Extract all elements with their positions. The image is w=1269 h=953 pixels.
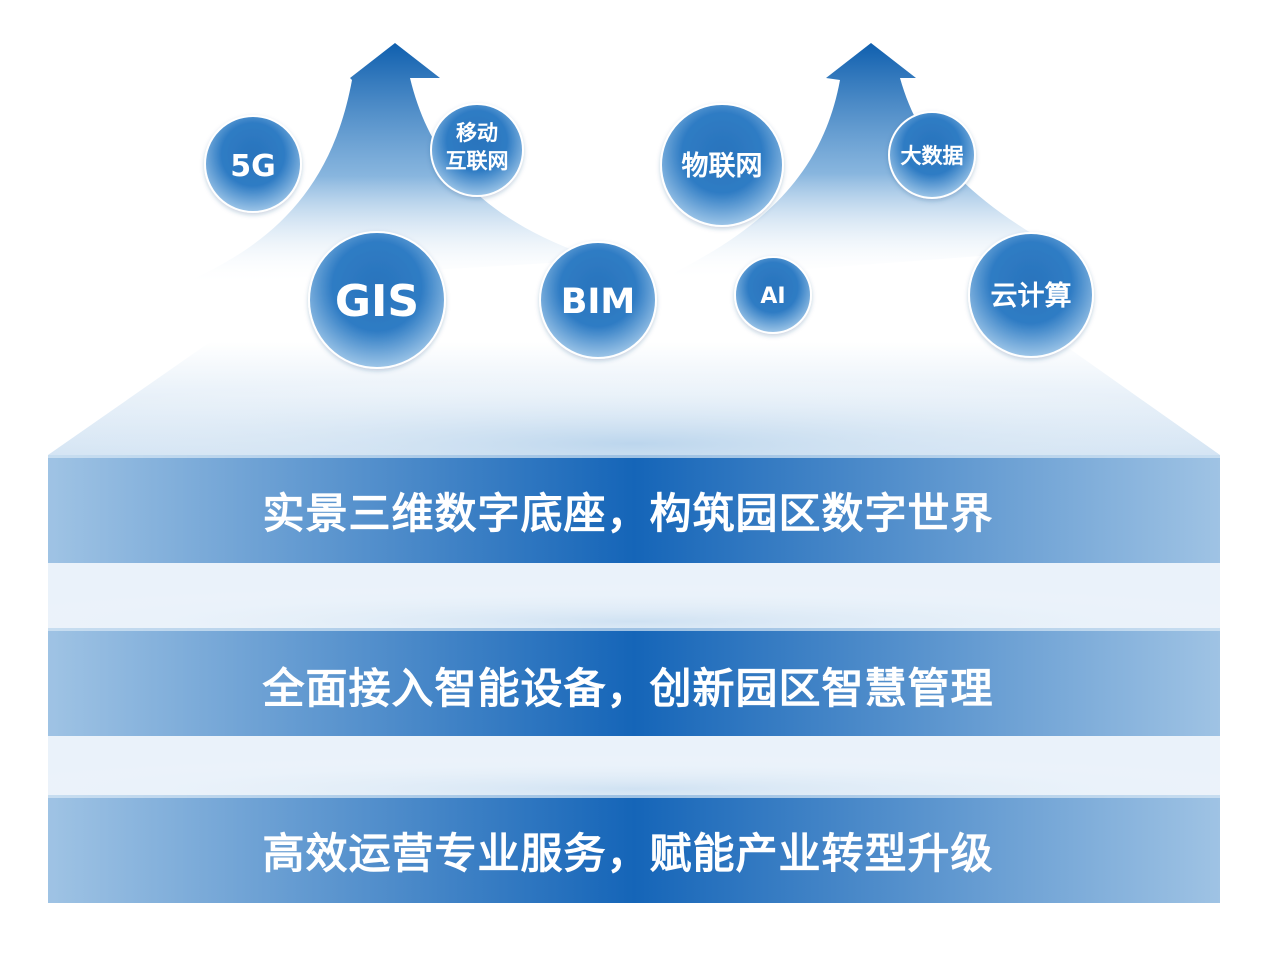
bubble-bim-label: BIM bbox=[561, 282, 636, 322]
bubble-bigdata-label: 大数据 bbox=[901, 144, 964, 168]
bubble-5g: 5G bbox=[204, 115, 302, 213]
top-slab bbox=[48, 342, 1220, 455]
bubble-cloud-label: 云计算 bbox=[991, 280, 1072, 312]
tier-2: 全面接入智能设备，创新园区智慧管理 bbox=[48, 628, 1220, 736]
bubble-mobile-label: 移动 bbox=[456, 121, 498, 145]
connector-slab-1 bbox=[48, 563, 1220, 628]
tier-1-text: 实景三维数字底座，构筑园区数字世界 bbox=[262, 489, 993, 538]
tier-3-text: 高效运营专业服务，赋能产业转型升级 bbox=[262, 829, 993, 878]
bubble-5g-label: 5G bbox=[230, 149, 276, 184]
bubble-bigdata: 大数据 bbox=[888, 111, 976, 199]
tier-1: 实景三维数字底座，构筑园区数字世界 bbox=[48, 455, 1220, 563]
tier-2-text: 全面接入智能设备，创新园区智慧管理 bbox=[261, 664, 993, 713]
bubble-gis: GIS bbox=[308, 231, 446, 369]
connector-slab-2 bbox=[48, 736, 1220, 795]
tier-3: 高效运营专业服务，赋能产业转型升级 bbox=[48, 795, 1220, 903]
bubble-ai-label: AI bbox=[760, 284, 785, 309]
bubble-iot-label: 物联网 bbox=[682, 151, 763, 182]
bubble-internet-label: 互联网 bbox=[446, 149, 509, 173]
bubble-iot: 物联网 bbox=[660, 103, 784, 227]
right-arrow bbox=[660, 43, 1060, 280]
bubble-mobile-internet: 移动 互联网 bbox=[430, 103, 524, 197]
bubble-cloud: 云计算 bbox=[968, 232, 1094, 358]
bubble-ai: AI bbox=[734, 256, 812, 334]
bubble-gis-label: GIS bbox=[335, 276, 419, 327]
left-arrow bbox=[180, 43, 600, 285]
bubble-bim: BIM bbox=[539, 241, 657, 359]
